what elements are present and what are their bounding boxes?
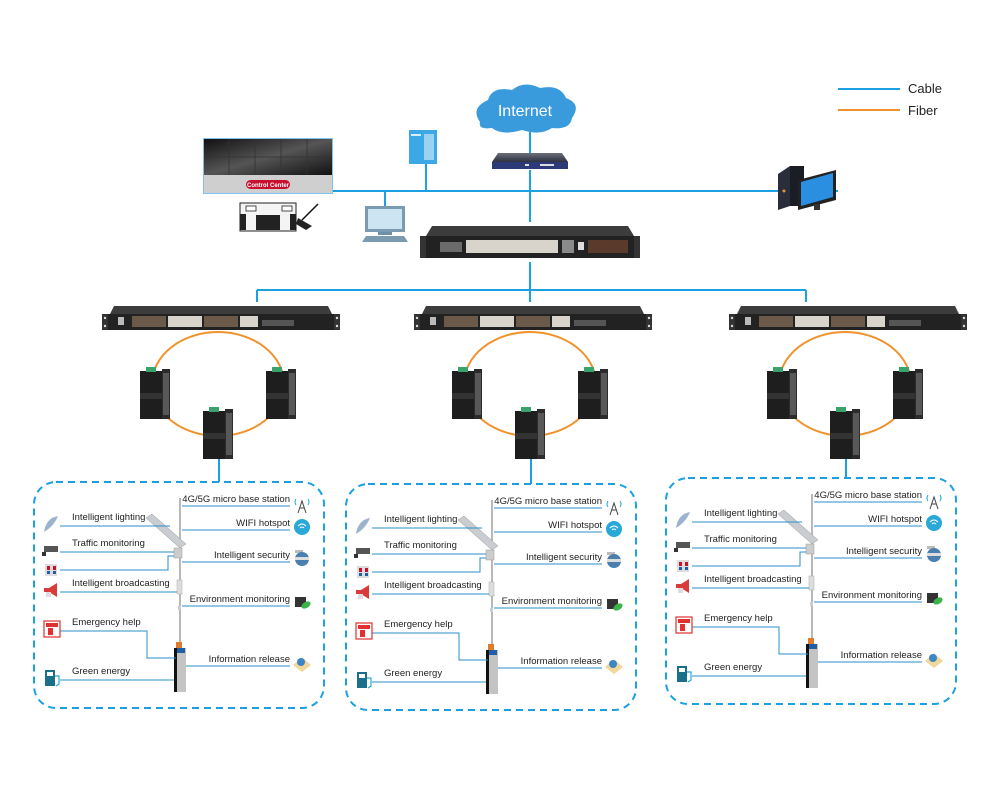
aggregation-cluster-1 (102, 306, 340, 482)
broadcast-speaker-icon (356, 585, 369, 599)
core-switch-icon (420, 226, 640, 258)
emergency-sos-icon (43, 620, 61, 638)
server-icon (409, 130, 437, 164)
ev-charger-icon (357, 672, 372, 689)
security-camera-icon (295, 550, 309, 566)
emergency-sos-icon (355, 622, 373, 640)
right-device-label: Information release (521, 656, 602, 667)
right-device-label: Environment monitoring (822, 590, 922, 601)
right-device-label: Environment monitoring (190, 594, 290, 605)
zone-dashed-border (33, 481, 325, 709)
left-device-label: Traffic monitoring (384, 540, 457, 551)
firewall-router-icon (492, 153, 568, 169)
information-display-icon (925, 653, 943, 668)
left-device-label: Intelligent broadcasting (384, 580, 482, 591)
aggregation-cluster-2 (414, 306, 652, 484)
left-device-label: Emergency help (72, 617, 141, 628)
broadcast-speaker-icon (676, 579, 689, 593)
left-device-label: Emergency help (384, 619, 453, 630)
street-light-icon (356, 518, 370, 534)
cell-tower-icon (926, 494, 942, 510)
wifi-hotspot-icon (606, 521, 622, 537)
information-display-icon (293, 657, 311, 672)
legend-cable-label: Cable (908, 81, 942, 96)
aggregation-rack-switch-2 (414, 306, 652, 330)
backbone-cables (256, 128, 838, 302)
right-device-label: WIFI hotspot (548, 520, 602, 531)
right-device-label: Information release (209, 654, 290, 665)
left-device-label: Intelligent broadcasting (704, 574, 802, 585)
desktop-computer-icon (778, 166, 836, 210)
broadcast-speaker-icon (44, 583, 57, 597)
cell-tower-icon (606, 500, 622, 516)
internet-label: Internet (498, 103, 553, 120)
environment-sensor-icon (295, 597, 311, 609)
left-device-label: Green energy (704, 662, 762, 673)
left-device-label: Emergency help (704, 613, 773, 624)
ev-charger-icon (677, 666, 692, 683)
environment-sensor-icon (607, 599, 623, 611)
aggregation-cluster-3 (729, 306, 967, 478)
internet-cloud: Internet (476, 84, 576, 133)
ring-switch-2b (578, 367, 608, 419)
ev-charger-icon (45, 670, 60, 687)
left-device-label: Traffic monitoring (72, 538, 145, 549)
right-device-label: Intelligent security (526, 552, 602, 563)
right-device-label: 4G/5G micro base station (814, 490, 922, 501)
control-center-video-wall-icon: Control Center (203, 138, 333, 194)
ring-switch-3c (830, 407, 860, 459)
cell-tower-icon (294, 498, 310, 514)
emergency-sos-icon (675, 616, 693, 634)
left-device-label: Intelligent lighting (72, 512, 145, 523)
street-light-icon (676, 512, 690, 528)
workstation-icon (362, 206, 408, 242)
legend: Cable Fiber (838, 81, 942, 118)
ring-switch-2a (452, 367, 482, 419)
left-device-label: Green energy (72, 666, 130, 677)
ring-switch-2c (515, 407, 545, 459)
right-device-label: Information release (841, 650, 922, 661)
right-device-label: Environment monitoring (502, 596, 602, 607)
legend-fiber-label: Fiber (908, 103, 938, 118)
right-device-label: WIFI hotspot (868, 514, 922, 525)
ring-switch-3b (893, 367, 923, 419)
control-center-label: Control Center (247, 183, 290, 189)
traffic-camera-icon (674, 542, 690, 572)
wifi-hotspot-icon (926, 515, 942, 531)
left-device-label: Intelligent broadcasting (72, 578, 170, 589)
left-device-label: Green energy (384, 668, 442, 679)
environment-sensor-icon (927, 593, 943, 605)
dispatch-console-icon (239, 202, 319, 232)
ring-switch-3a (767, 367, 797, 419)
security-camera-icon (607, 552, 621, 568)
right-device-label: Intelligent security (214, 550, 290, 561)
zone-dashed-border (665, 477, 957, 705)
left-device-label: Traffic monitoring (704, 534, 777, 545)
aggregation-rack-switch-3 (729, 306, 967, 330)
street-light-icon (44, 516, 58, 532)
traffic-camera-icon (42, 546, 58, 576)
left-device-label: Intelligent lighting (704, 508, 777, 519)
right-device-label: WIFI hotspot (236, 518, 290, 529)
ring-switch-1b (266, 367, 296, 419)
wifi-hotspot-icon (294, 519, 310, 535)
left-device-label: Intelligent lighting (384, 514, 457, 525)
aggregation-rack-switch-1 (102, 306, 340, 330)
traffic-camera-icon (354, 548, 370, 578)
right-device-label: 4G/5G micro base station (182, 494, 290, 505)
ring-switch-1c (203, 407, 233, 459)
right-device-label: Intelligent security (846, 546, 922, 557)
zone-dashed-border (345, 483, 637, 711)
security-camera-icon (927, 546, 941, 562)
right-device-label: 4G/5G micro base station (494, 496, 602, 507)
ring-switch-1a (140, 367, 170, 419)
information-display-icon (605, 659, 623, 674)
